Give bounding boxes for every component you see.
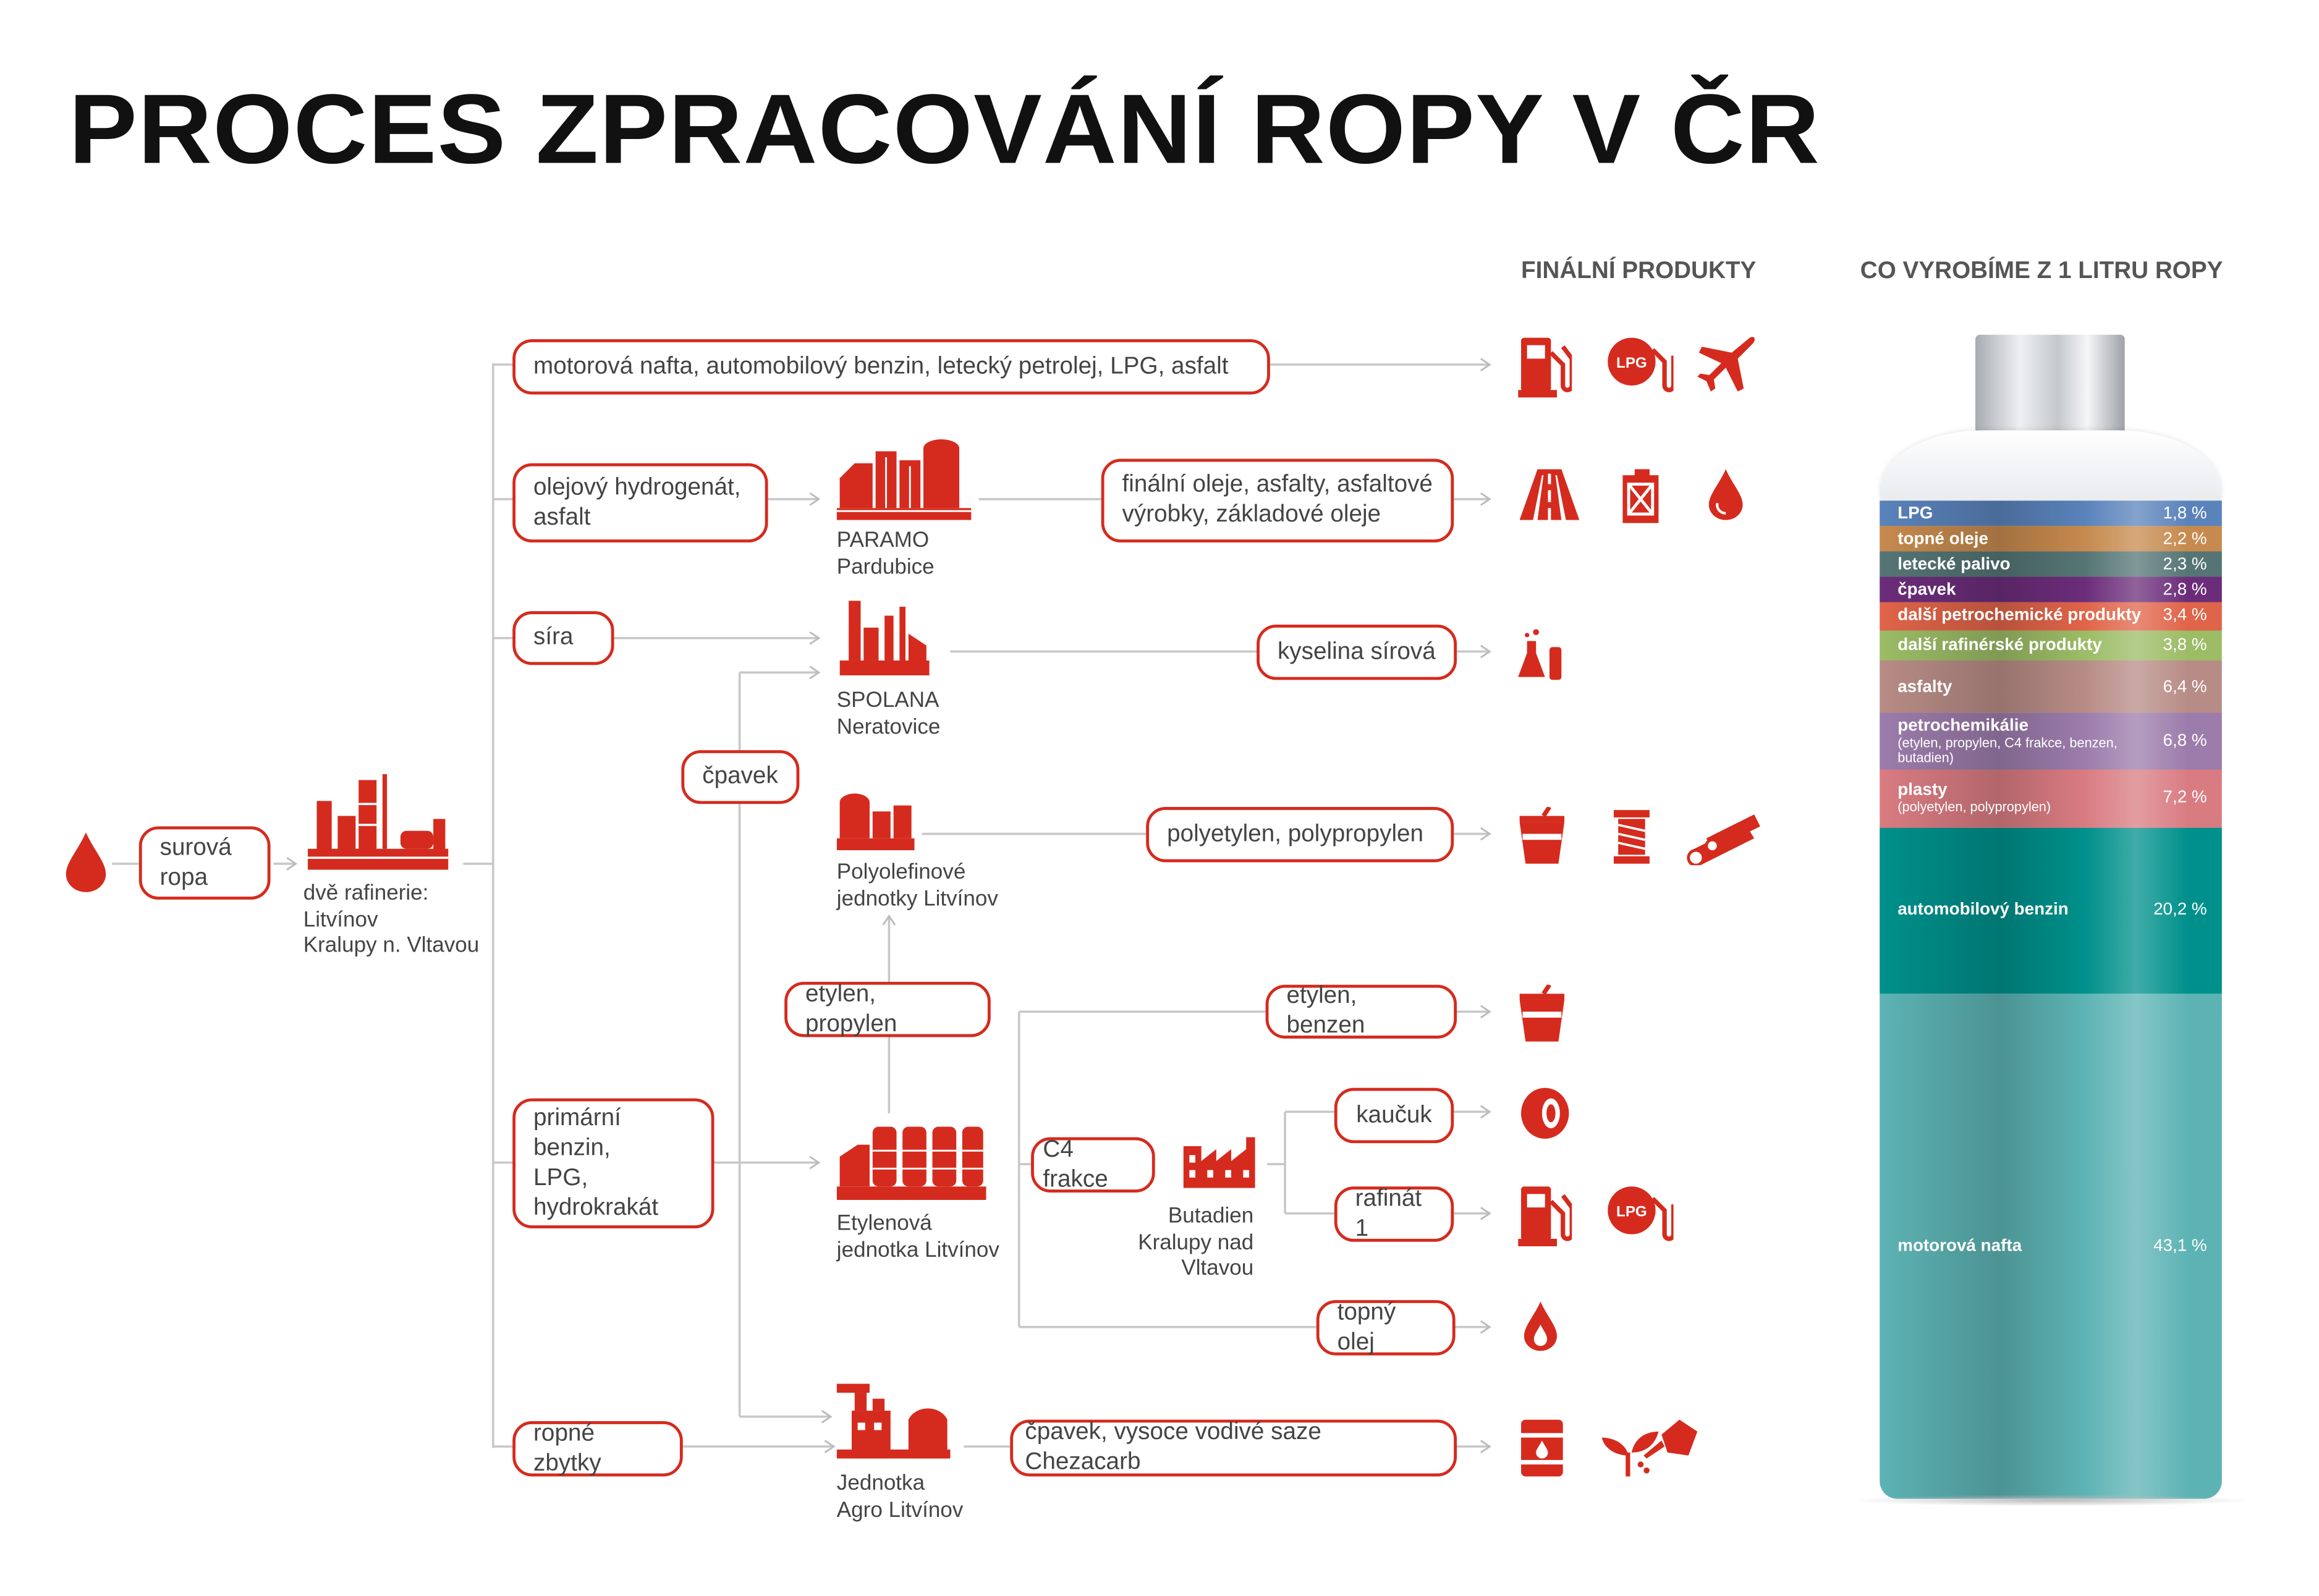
band-percent: 3,8 % — [2163, 636, 2207, 655]
factory-icon — [836, 439, 972, 520]
ammonia-box: čpavek — [681, 750, 800, 804]
cup-icon — [1519, 806, 1565, 864]
page-title: PROCES ZPRACOVÁNÍ ROPY V ČR — [69, 73, 1821, 184]
lpg-icon: LPG — [1608, 335, 1674, 395]
lpg-icon: LPG — [1608, 1183, 1674, 1243]
band-percent: 1,8 % — [2163, 504, 2207, 523]
plant-watering-icon — [1601, 1419, 1698, 1477]
band-label: motorová nafta — [1897, 1237, 2022, 1256]
oil-hydrogenate-box: olejový hydrogenát, asfalt — [512, 463, 768, 543]
final-oils-box: finální oleje, asfalty, asfaltové výrobk… — [1101, 458, 1454, 543]
bottle-band: petrochemikálie(etylen, propylen, C4 fra… — [1880, 713, 2222, 769]
bottle-band: topné oleje 2,2 % — [1880, 526, 2222, 552]
fuels-box: motorová nafta, automobilový benzin, let… — [512, 339, 1270, 395]
bottle-band: LPG 1,8 % — [1880, 500, 2222, 526]
refinery-icon — [305, 774, 451, 873]
agro-plant-icon — [836, 1381, 951, 1459]
ethylene-propylene-box: etylen, propylen — [784, 981, 991, 1037]
bottle-band: další rafinérské produkty 3,8 % — [1880, 630, 2222, 661]
airplane-icon — [1696, 335, 1756, 395]
polymers-box: polyetylen, polypropylen — [1146, 806, 1454, 863]
band-label: další rafinérské produkty — [1897, 636, 2102, 655]
rubber-box: kaučuk — [1334, 1087, 1454, 1144]
raffinate-box: rafinát 1 — [1334, 1186, 1454, 1242]
band-percent: 2,2 % — [2163, 530, 2207, 548]
road-icon — [1519, 469, 1580, 520]
butadien-label: Butadien Kralupy nad Vltavou — [1138, 1204, 1254, 1281]
bottle-band: čpavek 2,8 % — [1880, 576, 2222, 602]
bottle-shadow — [1849, 1494, 2253, 1506]
fuel-oil-box: topný olej — [1316, 1299, 1456, 1356]
barrel-icon — [1519, 1419, 1565, 1477]
band-sublabel: (etylen, propylen, C4 frakce, benzen, bu… — [1897, 735, 2118, 766]
band-label: letecké palivo — [1897, 555, 2011, 573]
bottle-body: LPG 1,8 % topné oleje 2,2 % letecké palivo 2,… — [1880, 500, 2222, 1499]
fuel-pump-icon — [1518, 1183, 1572, 1247]
liter-heading: CO VYROBÍME Z 1 LITRU ROPY — [1860, 258, 2223, 284]
primary-benzin-box: primární benzin, LPG, hydrokrakát — [512, 1098, 714, 1229]
bottle-band: automobilový benzin 20,2 % — [1880, 828, 2222, 994]
oil-drop-icon — [1708, 469, 1744, 520]
refinery-label: dvě rafinerie: Litvínov Kralupy n. Vltav… — [303, 881, 480, 958]
band-label: petrochemikálie — [1897, 717, 2029, 736]
sulfuric-acid-box: kyselina sírová — [1257, 624, 1457, 680]
bottle-band: asfalty 6,4 % — [1880, 661, 2222, 714]
paramo-label: PARAMO Pardubice — [836, 529, 935, 580]
band-label: topné oleje — [1897, 530, 1988, 548]
band-percent: 7,2 % — [2163, 790, 2207, 808]
final-products-heading: FINÁLNÍ PRODUKTY — [1521, 258, 1757, 284]
fuel-pump-icon — [1518, 335, 1572, 398]
bottle-band: letecké palivo 2,3 % — [1880, 551, 2222, 577]
agro-label: Jednotka Agro Litvínov — [836, 1472, 964, 1522]
band-label: automobilový benzin — [1897, 901, 2069, 920]
cup-icon — [1519, 984, 1565, 1042]
sulfur-box: síra — [512, 611, 614, 665]
oil-drop-icon — [66, 832, 106, 892]
svg-text:LPG: LPG — [1616, 1204, 1647, 1220]
band-label: asfalty — [1897, 678, 1952, 696]
band-percent: 43,1 % — [2153, 1237, 2207, 1256]
band-percent: 6,8 % — [2163, 732, 2207, 751]
band-percent: 2,8 % — [2163, 580, 2207, 599]
flask-icon — [1518, 626, 1563, 680]
band-sublabel: (polyetylen, polypropylen) — [1897, 800, 2051, 816]
band-percent: 20,2 % — [2153, 901, 2207, 920]
bottle-shoulder — [1880, 430, 2222, 505]
band-label: další petrochemické produkty — [1897, 607, 2142, 625]
ethylene-plant-icon — [836, 1121, 986, 1201]
pipes-icon — [1685, 814, 1763, 866]
band-percent: 6,4 % — [2163, 678, 2207, 696]
band-percent: 3,4 % — [2163, 607, 2207, 625]
band-label: LPG — [1897, 504, 1933, 523]
spolana-label: SPOLANA Neratovice — [836, 688, 941, 739]
polyolefin-label: Polyolefinové jednotky Litvínov — [836, 861, 998, 911]
residues-box: ropné zbytky — [512, 1421, 683, 1477]
spool-icon — [1613, 809, 1650, 864]
ammonia-soot-box: čpavek, vysoce vodivé saze Chezacarb — [1010, 1419, 1457, 1477]
canister-icon — [1620, 467, 1662, 523]
c4-fraction-box: C4 frakce — [1031, 1136, 1155, 1193]
bottle-band: další petrochemické produkty 3,4 % — [1880, 602, 2222, 630]
chemical-plant-icon — [839, 601, 930, 676]
bottle-band: plasty(polyetylen, polypropylen) 7,2 % — [1880, 769, 2222, 829]
polyolefin-plant-icon — [836, 790, 915, 851]
crude-oil-box: surová ropa — [138, 826, 271, 900]
ethylene-benzene-box: etylen, benzen — [1265, 983, 1457, 1039]
butadien-plant-icon — [1183, 1134, 1255, 1188]
liter-bottle-chart: LPG 1,8 % topné oleje 2,2 % letecké palivo 2,… — [1849, 332, 2253, 1506]
flame-drop-icon — [1524, 1301, 1558, 1351]
band-label: čpavek — [1897, 580, 1956, 599]
ethylene-unit-label: Etylenová jednotka Litvínov — [836, 1212, 999, 1262]
bottle-cap — [1975, 334, 2125, 434]
svg-text:LPG: LPG — [1616, 355, 1647, 371]
bottle-band: motorová nafta 43,1 % — [1880, 993, 2222, 1499]
tire-icon — [1520, 1086, 1571, 1140]
band-label: plasty — [1897, 782, 1948, 800]
band-percent: 2,3 % — [2163, 555, 2207, 573]
